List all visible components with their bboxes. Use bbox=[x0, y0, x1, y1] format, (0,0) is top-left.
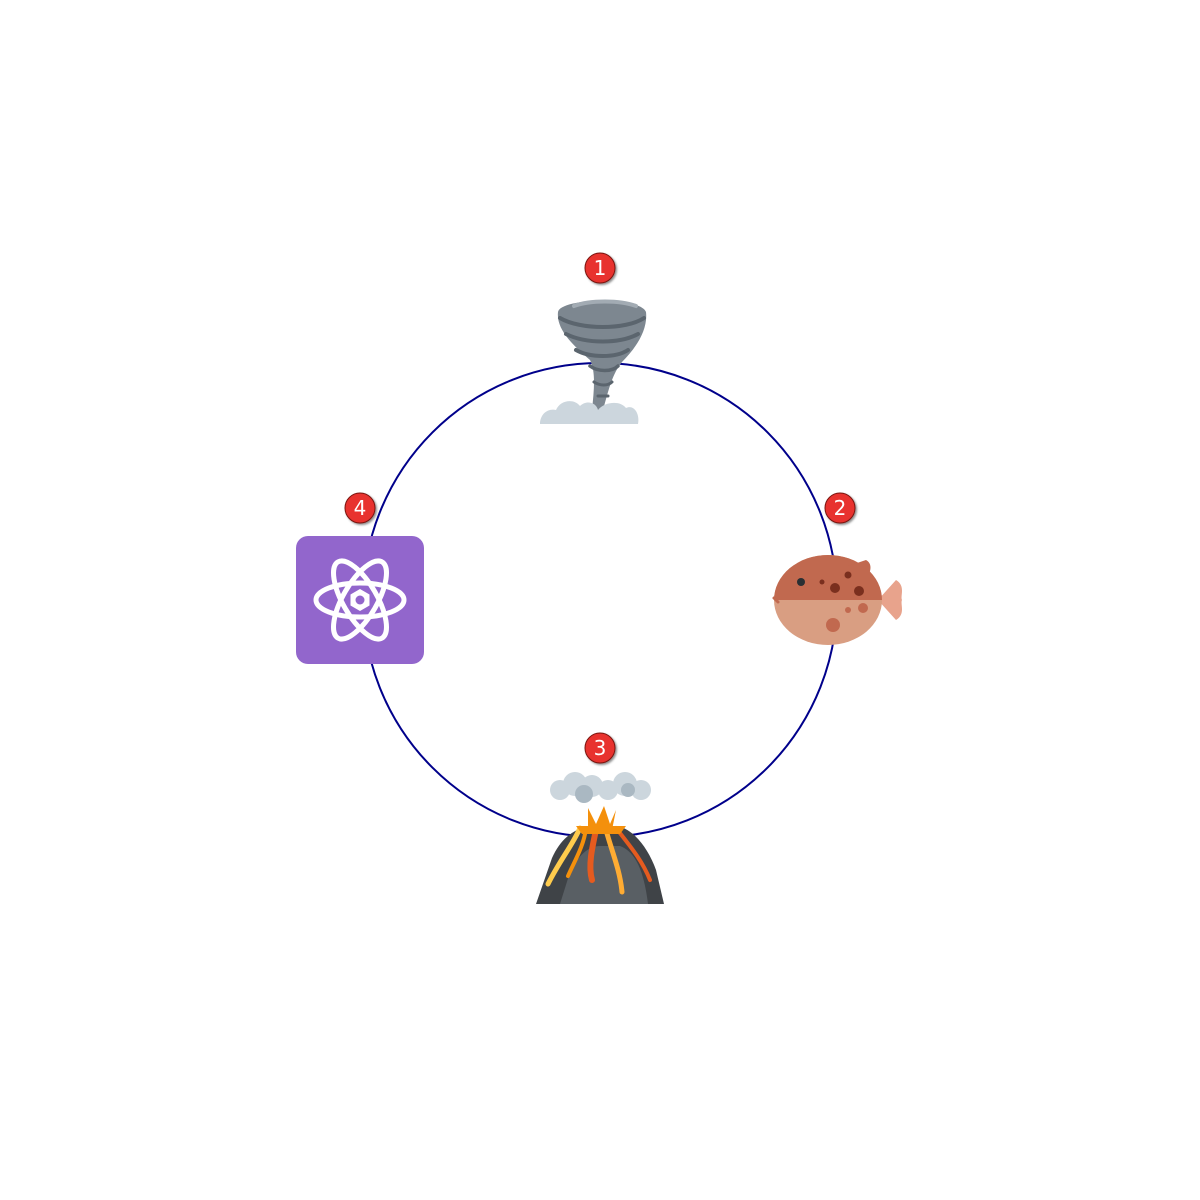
node-4: 4 bbox=[296, 492, 424, 664]
node-3: 3 bbox=[536, 732, 664, 904]
node-1: 1 bbox=[540, 252, 647, 424]
node-2-badge bbox=[824, 492, 856, 524]
node-3-badge bbox=[584, 732, 616, 764]
node-2-number: 2 bbox=[834, 496, 847, 520]
cycle-ring bbox=[362, 362, 838, 838]
node-2: 2 bbox=[772, 492, 902, 645]
volcano-icon bbox=[536, 772, 664, 904]
node-4-badge bbox=[344, 492, 376, 524]
node-3-number: 3 bbox=[594, 736, 607, 760]
node-4-number: 4 bbox=[354, 496, 367, 520]
node-1-number: 1 bbox=[594, 256, 607, 280]
tornado-icon bbox=[540, 299, 647, 424]
blowfish-icon bbox=[772, 555, 902, 645]
node-1-badge bbox=[584, 252, 616, 284]
atom-symbol-icon bbox=[296, 536, 424, 664]
